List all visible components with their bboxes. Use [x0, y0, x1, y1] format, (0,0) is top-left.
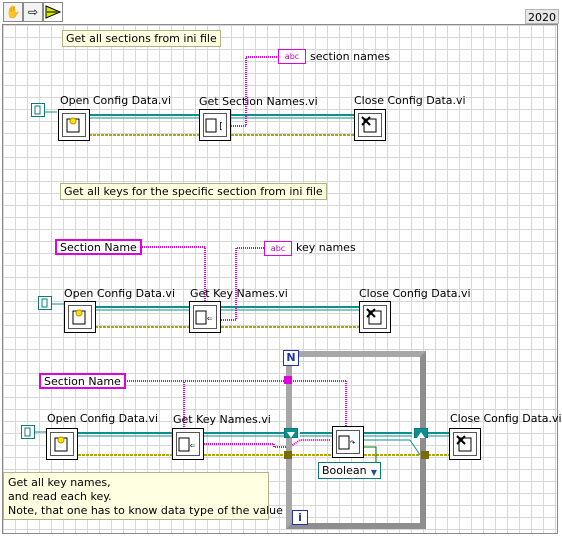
- close-config-label-2: Close Config Data.vi: [359, 287, 471, 300]
- config-path-constant[interactable]: [31, 103, 45, 117]
- open-config-icon: [72, 309, 86, 325]
- close-config-icon: [456, 435, 472, 452]
- loop-tunnel-error-out[interactable]: [421, 451, 429, 459]
- file-path-icon: [24, 427, 31, 437]
- open-config-vi-3[interactable]: [46, 428, 78, 460]
- open-config-label-2: Open Config Data.vi: [64, 287, 175, 300]
- read-key-icon: ↷: [338, 435, 356, 450]
- comment-read-each-key[interactable]: Get all key names, and read each key. No…: [3, 472, 283, 520]
- type-selector-enum[interactable]: Boolean ▼: [318, 462, 381, 479]
- open-config-vi[interactable]: [58, 109, 90, 141]
- down-arrow-icon: [287, 432, 295, 438]
- get-key-names-icon: ⇐: [178, 437, 196, 452]
- close-config-label-3: Close Config Data.vi: [450, 412, 562, 425]
- file-path-icon: [41, 298, 48, 308]
- section-name-constant[interactable]: Section Name: [55, 239, 142, 255]
- shift-register-left[interactable]: [284, 428, 298, 438]
- shift-register-right[interactable]: [414, 428, 428, 438]
- up-arrow-icon: [417, 432, 425, 438]
- key-names-indicator[interactable]: abc: [264, 241, 292, 256]
- run-arrow-icon: [45, 5, 61, 19]
- close-config-label: Close Config Data.vi: [354, 94, 466, 107]
- comment-get-keys[interactable]: Get all keys for the specific section fr…: [60, 183, 327, 200]
- config-path-constant-3[interactable]: [21, 425, 35, 439]
- key-names-label: key names: [296, 241, 356, 254]
- hand-icon: ✋: [5, 5, 21, 19]
- close-config-vi[interactable]: [354, 109, 386, 141]
- for-loop[interactable]: [286, 351, 426, 529]
- svg-text:⇐: ⇐: [190, 441, 196, 451]
- get-key-names-icon: ⇐: [195, 310, 213, 325]
- hand-tool-button[interactable]: ✋: [3, 2, 23, 22]
- open-config-label: Open Config Data.vi: [60, 94, 171, 107]
- get-key-names-vi[interactable]: ⇐: [189, 301, 221, 333]
- svg-text:⇐: ⇐: [207, 314, 213, 324]
- get-section-names-label: Get Section Names.vi: [199, 95, 318, 108]
- open-config-icon: [54, 436, 68, 452]
- file-path-icon: [34, 105, 41, 115]
- svg-text:↷: ↷: [350, 438, 356, 448]
- arrow-icon: ⇨: [27, 5, 39, 19]
- version-label: 2020: [525, 9, 559, 24]
- close-config-icon: [366, 308, 382, 325]
- loop-count-terminal[interactable]: N: [283, 350, 299, 366]
- close-config-vi-2[interactable]: [359, 301, 391, 333]
- open-config-icon: [66, 117, 80, 133]
- section-names-indicator[interactable]: abc: [278, 49, 306, 64]
- loop-iteration-terminal[interactable]: i: [292, 510, 308, 525]
- comment-get-sections[interactable]: Get all sections from ini file: [62, 30, 221, 47]
- get-section-names-vi[interactable]: [ ]: [199, 109, 231, 141]
- run-button[interactable]: [43, 2, 63, 22]
- svg-text:[ ]: [ ]: [218, 122, 227, 132]
- get-key-names-label-2: Get Key Names.vi: [173, 413, 271, 426]
- dropdown-arrow-icon: ▼: [370, 468, 377, 477]
- open-config-label-3: Open Config Data.vi: [47, 412, 158, 425]
- type-selector-value: Boolean: [322, 464, 367, 477]
- get-key-names-label: Get Key Names.vi: [190, 287, 288, 300]
- arrow-tool-button[interactable]: ⇨: [23, 2, 43, 22]
- section-names-label: section names: [310, 50, 391, 63]
- config-path-constant-2[interactable]: [38, 296, 52, 310]
- loop-tunnel-string[interactable]: [284, 376, 292, 384]
- section-name-constant-2[interactable]: Section Name: [39, 373, 126, 389]
- close-config-vi-3[interactable]: [449, 428, 481, 460]
- get-section-names-icon: [ ]: [205, 118, 227, 133]
- loop-tunnel-error-in[interactable]: [284, 451, 292, 459]
- read-key-vi[interactable]: ↷: [332, 426, 364, 458]
- open-config-vi-2[interactable]: [64, 301, 96, 333]
- close-config-icon: [361, 116, 377, 133]
- get-key-names-vi-2[interactable]: ⇐: [172, 428, 204, 460]
